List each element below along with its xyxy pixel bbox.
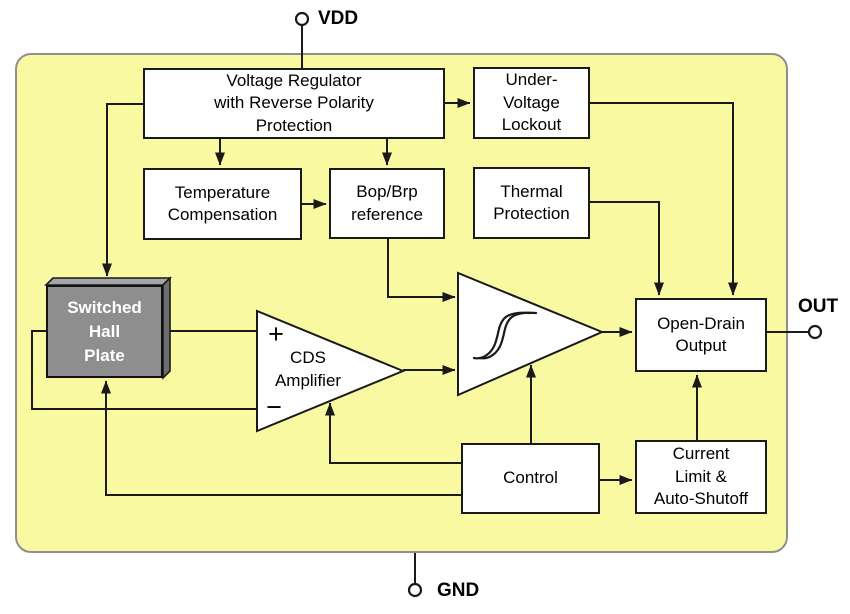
out-pin-circle xyxy=(807,324,823,340)
wire-thermal-to-output xyxy=(590,201,664,296)
block-current-limit-line3: Auto-Shutoff xyxy=(653,489,749,509)
gnd-pin-circle xyxy=(407,582,423,598)
block-under-voltage-lockout: Under- Voltage Lockout xyxy=(473,67,590,139)
block-hall-line1: Switched xyxy=(67,297,142,317)
wire-bop-brp-to-schmitt xyxy=(387,239,456,302)
schmitt-hysteresis-icon xyxy=(472,311,538,360)
gnd-pin-label: GND xyxy=(437,580,480,601)
wire-uvlo-to-output xyxy=(590,102,738,296)
block-current-limit: Current Limit & Auto-Shutoff xyxy=(635,440,767,514)
block-thermal-line2: Protection xyxy=(493,204,570,223)
block-voltage-regulator-line1: Voltage Regulator xyxy=(226,70,362,90)
cds-amplifier-triangle xyxy=(256,309,406,433)
wire-control-to-hall-plate xyxy=(101,380,461,496)
block-temp-comp-line2: Compensation xyxy=(167,205,278,224)
block-thermal-line1: Thermal xyxy=(500,181,563,201)
block-open-drain-line2: Output xyxy=(675,336,727,355)
block-voltage-regulator: Voltage Regulator with Reverse Polarity … xyxy=(143,68,445,139)
block-uvlo-line2: Voltage xyxy=(503,92,560,112)
cds-amplifier-line2: Amplifier xyxy=(274,371,342,390)
block-thermal-protection: Thermal Protection xyxy=(473,167,590,239)
block-bop-brp-line2: reference xyxy=(351,204,423,224)
block-temperature-compensation: Temperature Compensation xyxy=(143,168,302,240)
block-bop-brp-line1: Bop/Brp xyxy=(356,182,418,201)
block-bop-brp-reference: Bop/Brp reference xyxy=(329,168,445,239)
cds-amplifier-line1: CDS xyxy=(290,348,326,367)
vdd-pin-label: VDD xyxy=(318,8,359,29)
block-hall-line3: Plate xyxy=(84,345,125,365)
block-uvlo-line1: Under- xyxy=(505,70,558,90)
block-hall-line2: Hall xyxy=(88,321,121,341)
hall-plate-side-face xyxy=(162,276,171,380)
block-control: Control xyxy=(461,443,600,514)
wire-regulator-to-hall-plate xyxy=(102,103,143,277)
block-uvlo-line3: Lockout xyxy=(501,115,562,135)
schmitt-trigger-triangle xyxy=(457,271,605,397)
hall-plate-top-face xyxy=(44,277,172,286)
wire-hall-to-amp-minus xyxy=(31,330,257,410)
block-current-limit-line2: Limit & xyxy=(675,466,727,486)
amp-minus-sign: − xyxy=(266,391,282,422)
block-temp-comp-line1: Temperature xyxy=(174,182,271,202)
block-switched-hall-plate: Switched Hall Plate xyxy=(46,285,163,378)
amp-plus-sign: + xyxy=(268,318,284,349)
block-control-line1: Control xyxy=(503,468,558,488)
cds-amplifier-label: CDS Amplifier xyxy=(258,346,358,392)
block-voltage-regulator-line2: with Reverse Polarity xyxy=(214,93,374,113)
block-current-limit-line1: Current xyxy=(672,444,730,464)
block-open-drain-line1: Open-Drain xyxy=(657,313,745,333)
block-open-drain-output: Open-Drain Output xyxy=(635,298,767,372)
wire-control-to-amp xyxy=(325,402,461,464)
out-pin-label: OUT xyxy=(798,296,839,317)
vdd-pin-circle xyxy=(294,11,310,27)
block-voltage-regulator-line3: Protection xyxy=(255,115,333,135)
